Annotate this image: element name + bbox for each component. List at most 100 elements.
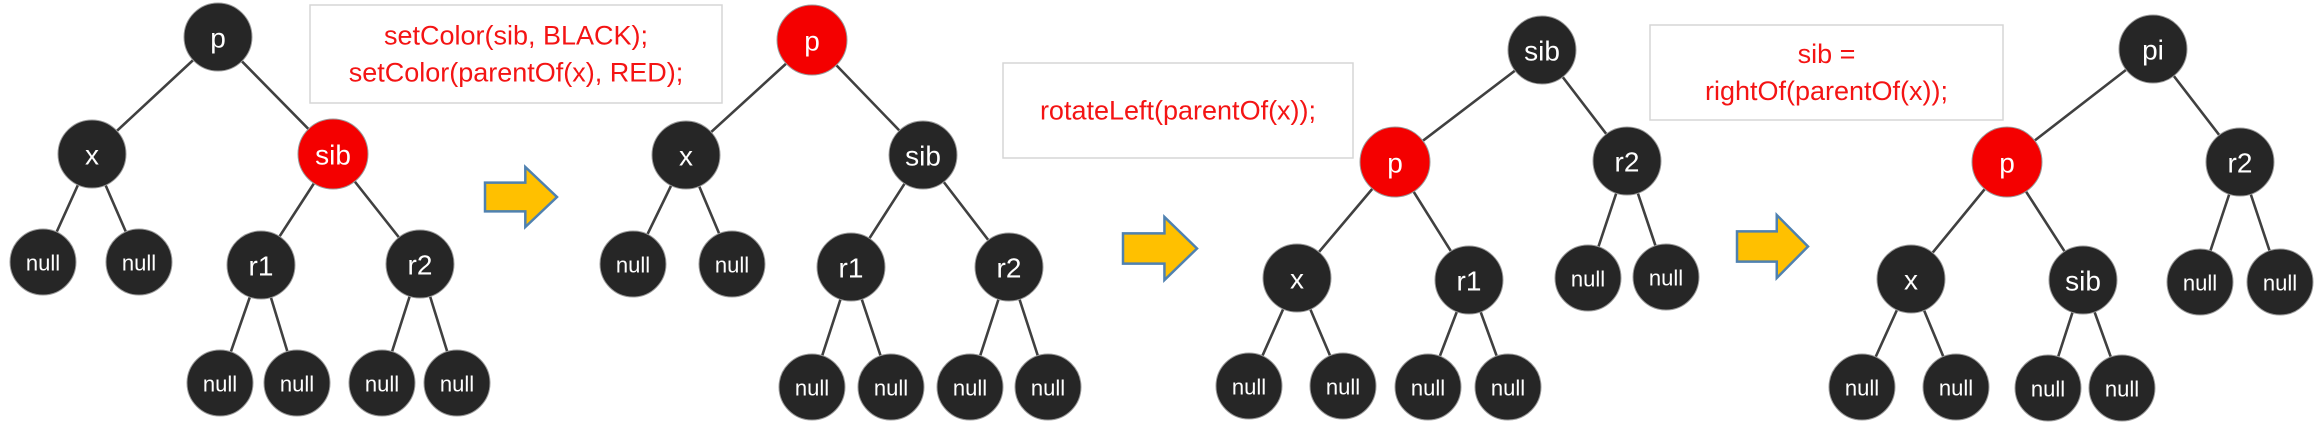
tree-4-node-sib [2048,245,2118,315]
tree-3-node-null-3 [1394,353,1462,421]
tree-1-node-null-1 [9,228,77,296]
tree-3-node-label-null-3: null [1411,376,1445,401]
tree-1-node-label-null-2: null [122,251,156,276]
tree-3-node-x [1262,243,1332,313]
tree-3-node-r2 [1592,126,1662,196]
tree-4-node-label-p: p [1999,148,2015,179]
tree-4-node-label-null-4: null [2105,377,2139,402]
tree-4-node-null-1 [1828,353,1896,421]
tree-2-node-label-null-1: null [616,253,650,278]
arrow-right-icon-1 [483,164,559,230]
tree-2-node-p [776,4,848,76]
tree-4-node-label-r2: r2 [2228,148,2253,179]
code-box-2-line-1: rotateLeft(parentOf(x)); [1040,96,1316,126]
tree-1-node-r2 [385,229,455,299]
tree-1-node-null-2 [105,228,173,296]
code-box-1-line-1: setColor(sib, BLACK); [384,21,648,51]
tree-1-node-label-null-3: null [203,372,237,397]
code-box-1 [309,4,723,104]
arrow-right-icon-2 [1121,214,1199,283]
tree-1-node-label-r1: r1 [249,251,274,282]
tree-2-node-null-2 [698,230,766,298]
tree-4-node-null-6 [2246,248,2314,316]
tree-1-node-label-r2: r2 [408,250,433,281]
tree-4-node-null-5 [2166,248,2234,316]
code-box-3-line-2: rightOf(parentOf(x)); [1705,76,1948,106]
tree-4-node-label-null-1: null [1845,376,1879,401]
tree-2-node-null-1 [599,230,667,298]
tree-3-node-r1 [1434,245,1504,315]
tree-1-node-label-null-1: null [26,251,60,276]
tree-3-node-sib [1507,15,1577,85]
tree-1-node-label-p: p [210,23,226,54]
tree-2-node-label-x: x [679,141,693,172]
tree-3-node-label-p: p [1387,148,1403,179]
code-box-2 [1002,62,1354,159]
tree-4-node-label-null-5: null [2183,271,2217,296]
arrow-right-icon-3 [1735,211,1810,282]
tree-1-node-label-null-6: null [440,372,474,397]
tree-1-node-label-x: x [85,140,99,171]
tree-4-node-pi [2118,14,2188,84]
tree-2-node-label-null-4: null [874,376,908,401]
tree-2-node-null-5 [936,353,1004,421]
tree-4-node-x [1876,244,1946,314]
tree-3-node-label-r2: r2 [1615,147,1640,178]
tree-3-node-label-null-1: null [1232,375,1266,400]
tree-2-node-label-sib: sib [905,141,941,172]
tree-3-node-label-null-4: null [1491,376,1525,401]
tree-1-node-p [183,2,253,72]
tree-3-node-null-6 [1632,243,1700,311]
tree-4-node-label-null-6: null [2263,271,2297,296]
tree-2-node-sib [888,120,958,190]
tree-3-node-label-x: x [1290,264,1304,295]
tree-1-node-label-sib: sib [315,140,351,171]
tree-3-node-null-5 [1554,244,1622,312]
tree-2-node-label-null-5: null [953,376,987,401]
tree-2-node-r1 [816,232,886,302]
tree-1-node-null-3 [186,349,254,417]
tree-4-node-null-3 [2014,354,2082,422]
tree-2-node-label-p: p [804,26,820,57]
tree-1-node-label-null-4: null [280,372,314,397]
tree-2-node-r2 [974,232,1044,302]
tree-4-node-null-4 [2088,354,2156,422]
tree-2-node-label-null-6: null [1031,376,1065,401]
tree-4-node-label-sib: sib [2065,266,2101,297]
tree-1-node-r1 [226,230,296,300]
tree-2-node-null-4 [857,353,925,421]
tree-3-node-null-2 [1309,352,1377,420]
tree-3-node-label-r1: r1 [1457,266,1482,297]
tree-1-node-null-6 [423,349,491,417]
tree-2-node-label-r1: r1 [839,253,864,284]
tree-1-node-x [57,119,127,189]
tree-4-node-label-null-3: null [2031,377,2065,402]
tree-4-node-null-2 [1922,353,1990,421]
tree-2-node-null-6 [1014,353,1082,421]
tree-3-node-label-sib: sib [1524,36,1560,67]
tree-4-node-label-pi: pi [2142,35,2164,66]
tree-3-node-label-null-6: null [1649,266,1683,291]
tree-2-node-label-null-2: null [715,253,749,278]
tree-3-node-label-null-2: null [1326,375,1360,400]
tree-4-node-r2 [2205,127,2275,197]
tree-3-node-null-4 [1474,353,1542,421]
tree-3-node-null-1 [1215,352,1283,420]
code-box-1-line-2: setColor(parentOf(x), RED); [349,58,684,88]
tree-1-node-label-null-5: null [365,372,399,397]
tree-3-node-label-null-5: null [1571,267,1605,292]
tree-2-node-null-3 [778,353,846,421]
tree-1-node-null-4 [263,349,331,417]
tree-2-node-label-null-3: null [795,376,829,401]
code-box-3 [1649,24,2004,121]
tree-1-node-sib [297,118,369,190]
tree-3-node-p [1359,126,1431,198]
tree-4-node-label-null-2: null [1939,376,1973,401]
tree-4-node-label-x: x [1904,265,1918,296]
tree-1-node-null-5 [348,349,416,417]
tree-2-node-label-r2: r2 [997,253,1022,284]
tree-4-node-p [1971,126,2043,198]
code-box-3-line-1: sib = [1798,39,1856,69]
